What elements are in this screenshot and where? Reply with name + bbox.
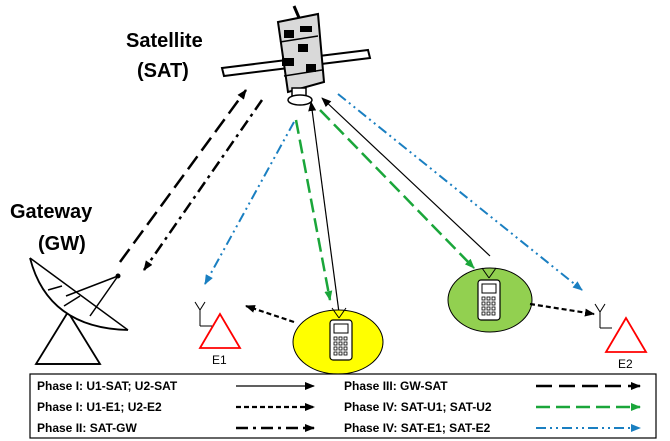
eve1-label: E1 [212,353,227,367]
user1-phone-icon [329,307,353,361]
link-sat-to-u1 [294,119,333,301]
legend-phase4-eves-text: Phase IV: SAT-E1; SAT-E2 [344,421,491,435]
link-u1-to-sat [308,101,341,321]
link-u2-to-sat [321,97,491,257]
link-sat-to-e2 [337,93,583,291]
legend-phase2-text: Phase II: SAT-GW [37,421,137,435]
legend: Phase I: U1-SAT; U2-SAT Phase I: U1-E1; … [29,373,657,439]
legend-phase1-users-eves-text: Phase I: U1-E1; U2-E2 [37,400,162,414]
eve2-icon [594,303,648,353]
gateway-dish-icon [29,257,129,365]
legend-phase1-users-sat-text: Phase I: U1-SAT; U2-SAT [37,379,178,393]
legend-phase3-text: Phase III: GW-SAT [344,379,448,393]
satellite-label: Satellite [126,30,203,52]
eve1-icon [194,301,242,349]
link-sat-to-e1 [204,121,295,285]
link-sat-to-gw [142,99,264,271]
link-u2-to-e2 [529,302,595,317]
link-gw-to-sat [118,89,248,263]
gateway-abbrev-label: (GW) [38,233,86,255]
eve2-label: E2 [618,357,633,371]
satellite-icon [220,5,372,106]
satellite-abbrev-label: (SAT) [137,60,189,82]
user2-phone-icon [477,267,501,321]
link-sat-to-u2 [319,109,475,269]
legend-phase4-users-text: Phase IV: SAT-U1; SAT-U2 [344,400,492,414]
gateway-label: Gateway [10,201,93,223]
link-u1-to-e1 [245,304,295,324]
